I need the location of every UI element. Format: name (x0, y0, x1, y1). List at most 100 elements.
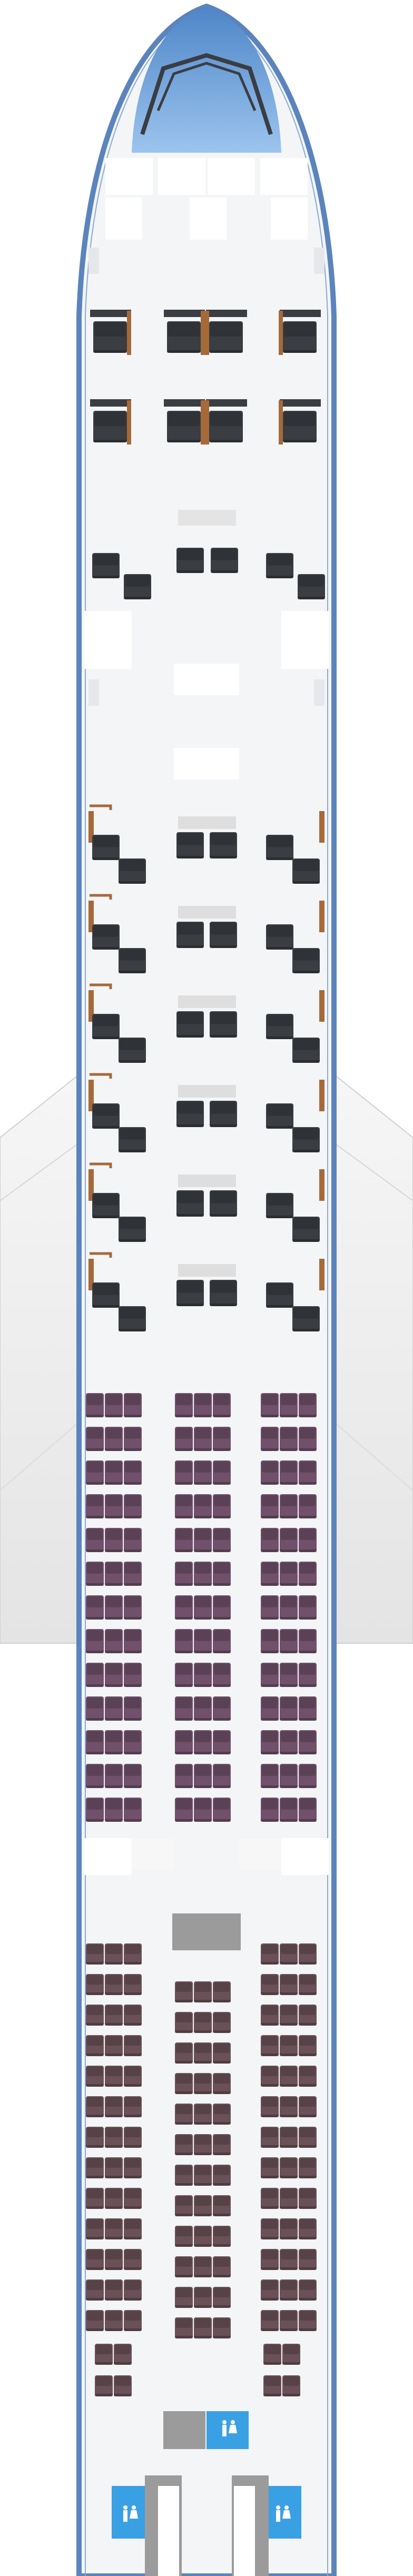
premium-seat[interactable] (124, 1663, 142, 1687)
economy-seat[interactable] (175, 2287, 193, 2308)
premium-seat[interactable] (261, 1562, 279, 1586)
economy-seat[interactable] (86, 2249, 104, 2270)
economy-seat[interactable] (213, 2287, 231, 2308)
premium-seat[interactable] (194, 1798, 212, 1822)
economy-seat[interactable] (86, 1974, 104, 1995)
premium-seat[interactable] (194, 1427, 212, 1451)
premium-seat[interactable] (105, 1494, 123, 1518)
premium-seat[interactable] (86, 1663, 104, 1687)
business-seat[interactable] (266, 1282, 293, 1308)
economy-seat[interactable] (114, 2375, 132, 2396)
economy-seat[interactable] (105, 2310, 123, 2331)
premium-seat[interactable] (194, 1629, 212, 1653)
economy-seat[interactable] (124, 2035, 142, 2056)
economy-seat[interactable] (95, 2375, 113, 2396)
economy-seat[interactable] (105, 2035, 123, 2056)
economy-seat[interactable] (124, 2218, 142, 2239)
economy-seat[interactable] (299, 2310, 317, 2331)
economy-seat[interactable] (194, 2012, 212, 2033)
business-seat[interactable] (210, 1011, 237, 1038)
premium-seat[interactable] (213, 1595, 231, 1620)
economy-seat[interactable] (124, 2066, 142, 2087)
economy-seat[interactable] (95, 2344, 113, 2365)
premium-seat[interactable] (105, 1730, 123, 1754)
business-seat[interactable] (176, 1011, 204, 1038)
economy-seat[interactable] (86, 2279, 104, 2301)
economy-seat[interactable] (299, 2249, 317, 2270)
economy-seat[interactable] (124, 2310, 142, 2331)
economy-seat[interactable] (261, 2005, 279, 2026)
economy-seat[interactable] (86, 2066, 104, 2087)
premium-seat[interactable] (213, 1528, 231, 1552)
economy-seat[interactable] (124, 2005, 142, 2026)
premium-seat[interactable] (175, 1629, 193, 1653)
premium-seat[interactable] (280, 1393, 298, 1417)
premium-seat[interactable] (299, 1528, 317, 1552)
economy-seat[interactable] (299, 1943, 317, 1965)
premium-seat[interactable] (299, 1427, 317, 1451)
premium-seat[interactable] (261, 1595, 279, 1620)
premium-seat[interactable] (175, 1798, 193, 1822)
premium-seat[interactable] (124, 1427, 142, 1451)
economy-seat[interactable] (175, 2012, 193, 2033)
economy-seat[interactable] (282, 2375, 300, 2396)
premium-seat[interactable] (86, 1562, 104, 1586)
premium-seat[interactable] (213, 1460, 231, 1485)
economy-seat[interactable] (213, 2073, 231, 2094)
economy-seat[interactable] (280, 2157, 298, 2178)
premium-seat[interactable] (175, 1393, 193, 1417)
business-seat[interactable] (266, 835, 293, 860)
premium-seat[interactable] (105, 1798, 123, 1822)
economy-seat[interactable] (282, 2344, 300, 2365)
economy-seat[interactable] (124, 1943, 142, 1965)
premium-seat[interactable] (124, 1696, 142, 1721)
economy-seat[interactable] (261, 2066, 279, 2087)
premium-seat[interactable] (299, 1798, 317, 1822)
economy-seat[interactable] (124, 2188, 142, 2209)
economy-seat[interactable] (105, 2218, 123, 2239)
premium-seat[interactable] (194, 1460, 212, 1485)
premium-seat[interactable] (261, 1460, 279, 1485)
first-class-seat[interactable] (167, 321, 201, 353)
business-seat[interactable] (210, 1280, 237, 1306)
economy-seat[interactable] (175, 2195, 193, 2216)
economy-seat[interactable] (86, 2035, 104, 2056)
economy-seat[interactable] (175, 2104, 193, 2125)
economy-seat[interactable] (280, 2188, 298, 2209)
economy-seat[interactable] (105, 1943, 123, 1965)
economy-seat[interactable] (213, 2256, 231, 2277)
premium-seat[interactable] (124, 1595, 142, 1620)
economy-seat[interactable] (175, 2256, 193, 2277)
premium-seat[interactable] (213, 1696, 231, 1721)
business-seat[interactable] (266, 553, 293, 578)
economy-seat[interactable] (105, 2279, 123, 2301)
premium-seat[interactable] (124, 1730, 142, 1754)
premium-seat[interactable] (175, 1427, 193, 1451)
premium-seat[interactable] (86, 1764, 104, 1788)
economy-seat[interactable] (105, 2249, 123, 2270)
business-seat[interactable] (119, 1217, 146, 1242)
premium-seat[interactable] (175, 1764, 193, 1788)
economy-seat[interactable] (105, 2188, 123, 2209)
business-seat[interactable] (176, 1190, 204, 1217)
business-seat[interactable] (176, 1101, 204, 1127)
premium-seat[interactable] (124, 1460, 142, 1485)
business-seat[interactable] (92, 1014, 120, 1039)
first-class-seat[interactable] (209, 321, 243, 353)
premium-seat[interactable] (280, 1494, 298, 1518)
economy-seat[interactable] (261, 2279, 279, 2301)
premium-seat[interactable] (280, 1427, 298, 1451)
premium-seat[interactable] (280, 1730, 298, 1754)
premium-seat[interactable] (105, 1393, 123, 1417)
economy-seat[interactable] (86, 2188, 104, 2209)
economy-seat[interactable] (299, 1974, 317, 1995)
economy-seat[interactable] (299, 2066, 317, 2087)
business-seat[interactable] (266, 1193, 293, 1218)
economy-seat[interactable] (261, 1943, 279, 1965)
premium-seat[interactable] (175, 1528, 193, 1552)
premium-seat[interactable] (194, 1595, 212, 1620)
economy-seat[interactable] (261, 2188, 279, 2209)
economy-seat[interactable] (213, 2042, 231, 2064)
business-seat[interactable] (92, 835, 120, 860)
premium-seat[interactable] (280, 1595, 298, 1620)
